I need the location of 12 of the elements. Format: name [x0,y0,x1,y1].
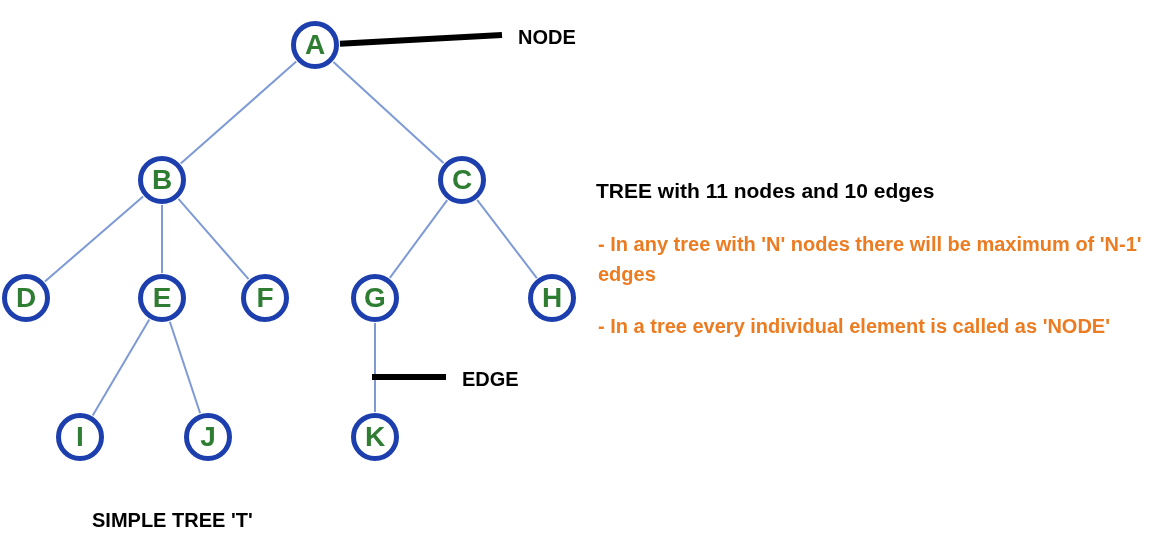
leader-line [339,32,503,47]
tree-edge [332,60,445,165]
heading-text: TREE with 11 nodes and 10 edges [596,178,936,204]
caption: SIMPLE TREE 'T' [92,508,253,533]
callout-text: EDGE [462,364,519,394]
callout-text: NODE [518,22,576,52]
tree-edge [168,320,202,415]
bullet-note: - In any tree with 'N' nodes there will be maximum of 'N-1' edges [597,231,1143,287]
tree-edge [161,204,163,274]
bullet-note: - In a tree every individual element is called as 'NODE' [597,313,1111,339]
leader-line [372,374,446,380]
tree-edge [374,322,376,413]
